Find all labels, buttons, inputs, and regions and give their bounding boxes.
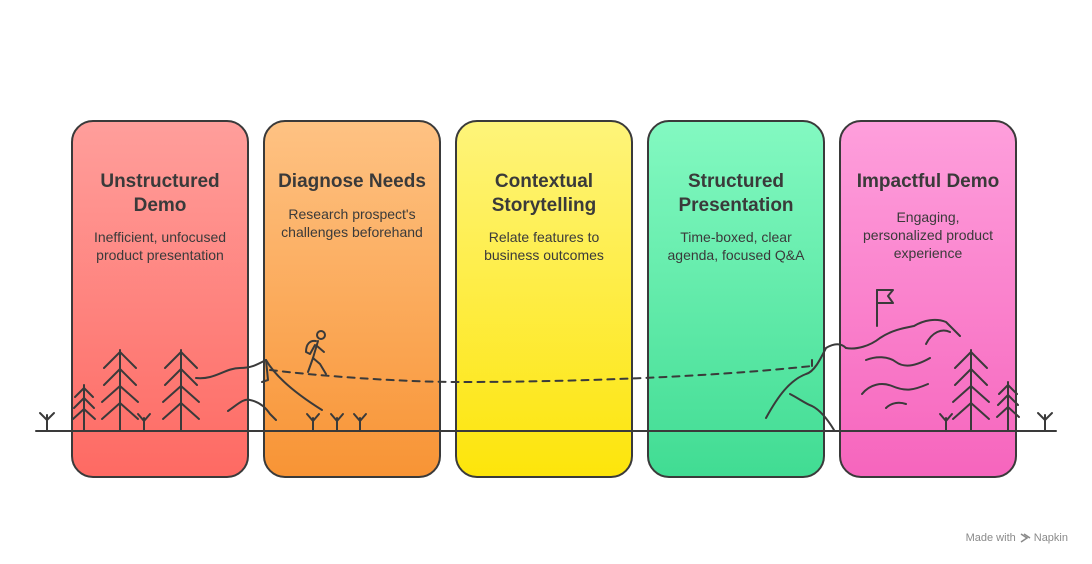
stage-title: Contextual Storytelling xyxy=(491,171,597,216)
stage-card-structured-presentation: Structured Presentation Time-boxed, clea… xyxy=(647,120,825,478)
stage-title: Diagnose Needs xyxy=(278,171,426,192)
stage-card-contextual-storytelling: Contextual Storytelling Relate features … xyxy=(455,120,633,478)
made-with-napkin-watermark[interactable]: Made with Napkin xyxy=(966,532,1068,544)
stage-description: Inefficient, unfocused product presentat… xyxy=(93,229,227,263)
stage-description: Engaging, personalized product experienc… xyxy=(863,209,993,261)
stage-title: Impactful Demo xyxy=(856,171,1000,192)
napkin-logo-icon xyxy=(1020,533,1031,543)
stage-title: Structured Presentation xyxy=(678,171,794,216)
stage-card-unstructured-demo: Unstructured Demo Inefficient, unfocused… xyxy=(71,120,249,478)
watermark-brand: Napkin xyxy=(1033,532,1068,544)
stage-card-impactful-demo: Impactful Demo Engaging, personalized pr… xyxy=(839,120,1017,478)
stage-description: Relate features to business outcomes xyxy=(484,229,604,263)
stage-title: Unstructured Demo xyxy=(100,171,220,216)
stage-description: Research prospect's challenges beforehan… xyxy=(281,206,423,240)
stage-card-diagnose-needs: Diagnose Needs Research prospect's chall… xyxy=(263,120,441,478)
stage-description: Time-boxed, clear agenda, focused Q&A xyxy=(667,229,805,263)
watermark-text: Made with xyxy=(965,532,1016,544)
